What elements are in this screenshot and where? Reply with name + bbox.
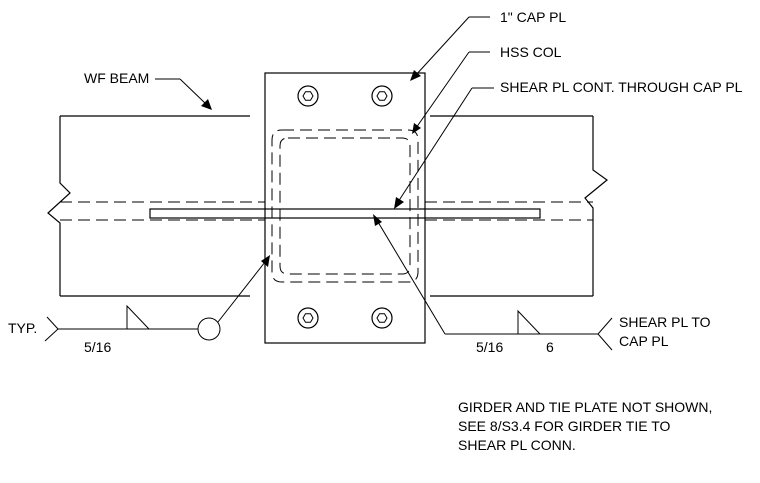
- cap-plate: [264, 72, 426, 344]
- hss-column-hidden: [271, 129, 419, 283]
- bolt-bottom-right: [371, 307, 393, 329]
- hss-col-label: HSS COL: [500, 44, 562, 60]
- shear-pl-to-cap-label-line-1: SHEAR PL TO: [619, 314, 711, 330]
- bolt-top-left: [297, 85, 319, 107]
- cap-pl-label: 1" CAP PL: [500, 9, 566, 25]
- shear-plate: [149, 208, 541, 219]
- bolt-bottom-left: [297, 307, 319, 329]
- right-weld-symbol: [373, 214, 613, 351]
- bolt-top-right: [371, 85, 393, 107]
- note-line-2: SEE 8/S3.4 FOR GIRDER TIE TO: [458, 418, 671, 434]
- leader-cap-pl: [410, 16, 490, 81]
- right-wf-beam: [425, 115, 608, 297]
- wf-beam-label: WF BEAM: [84, 70, 149, 86]
- leader-hss-col: [412, 51, 490, 134]
- typ-label: TYP.: [8, 320, 37, 336]
- note-line-3: SHEAR PL CONN.: [458, 437, 576, 453]
- shear-pl-to-cap-label-line-2: CAP PL: [619, 333, 669, 349]
- left-weld-symbol: [44, 255, 270, 342]
- note-line-1: GIRDER AND TIE PLATE NOT SHOWN,: [458, 399, 712, 415]
- left-wf-beam: [47, 115, 265, 297]
- shear-pl-cont-label: SHEAR PL CONT. THROUGH CAP PL: [500, 79, 743, 95]
- leader-wf-beam: [155, 78, 212, 110]
- right-weld-size: 5/16: [476, 339, 503, 355]
- left-weld-size: 5/16: [84, 339, 111, 355]
- right-weld-length: 6: [546, 339, 554, 355]
- leader-shear-pl: [394, 87, 494, 209]
